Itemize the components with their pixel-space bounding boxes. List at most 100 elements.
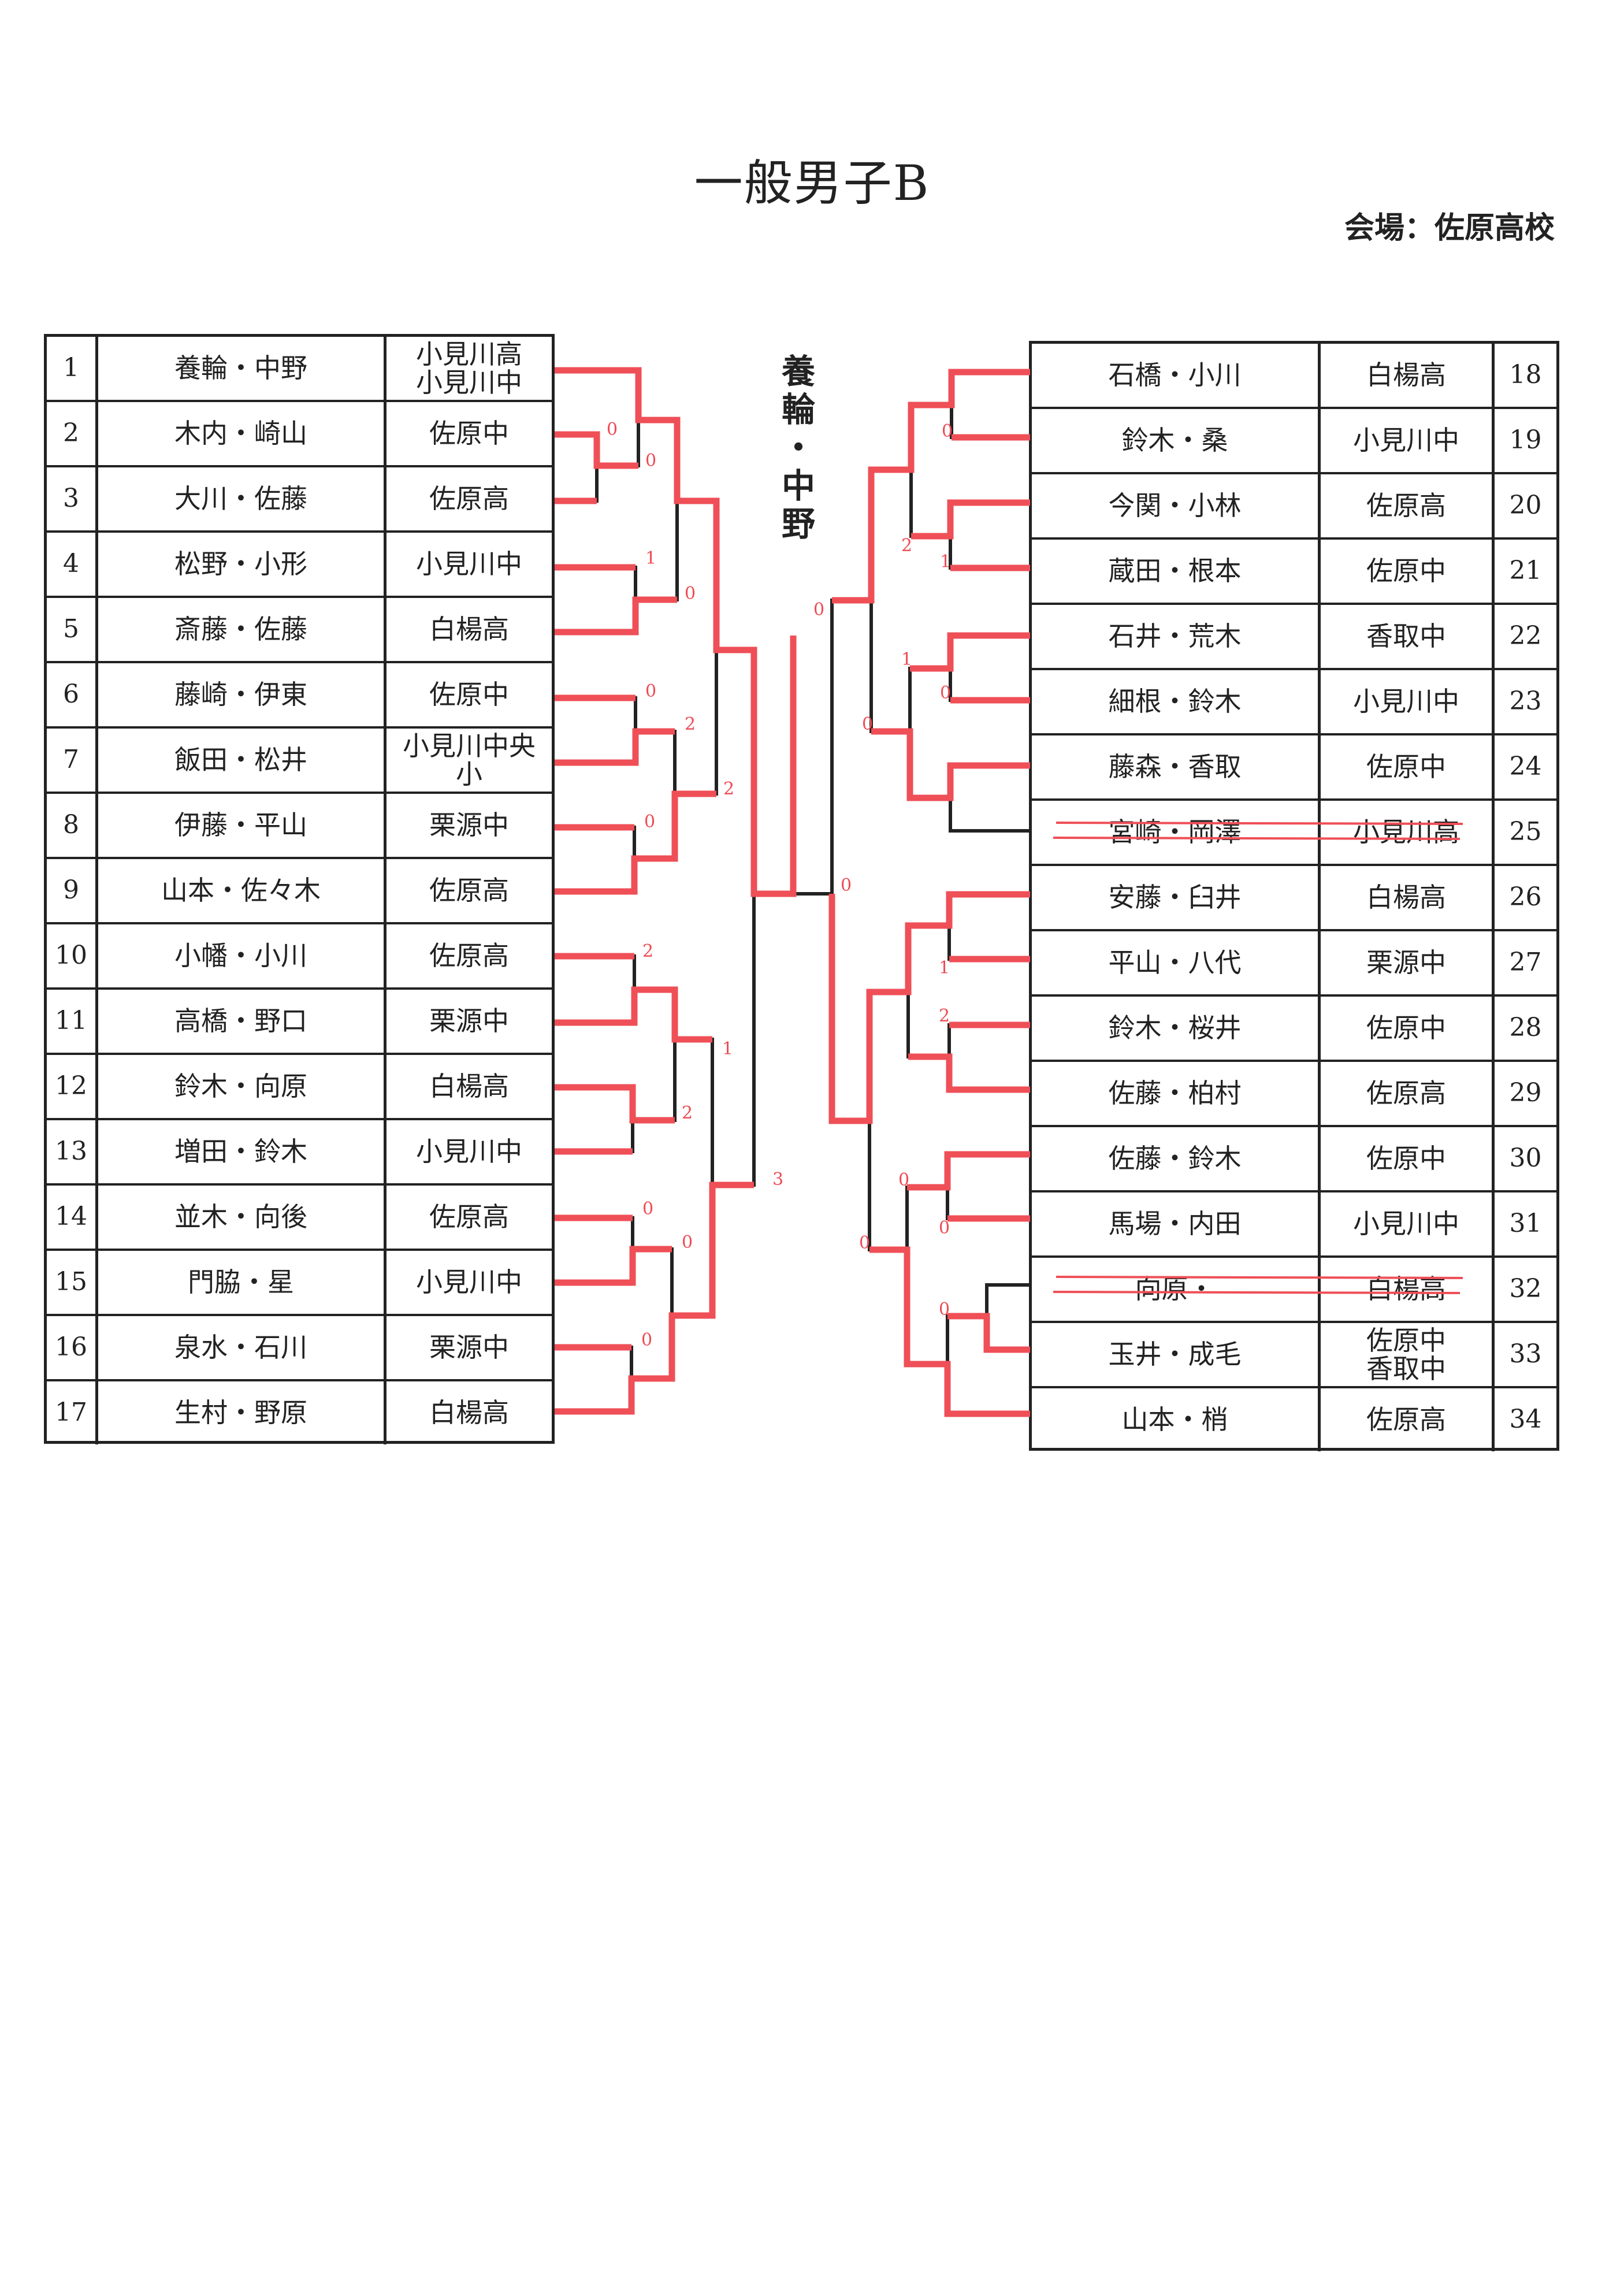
entry-school: 佐原中: [1321, 997, 1495, 1060]
match-score: 0: [682, 1232, 693, 1253]
entry-no: 8: [47, 794, 98, 857]
entry-name: 小幡・小川: [98, 924, 387, 987]
result-path: [555, 986, 712, 1043]
entry-name: 飯田・松井: [98, 729, 387, 792]
result-path: [869, 1246, 1030, 1417]
entry-row: 藤森・香取佐原中 24: [1032, 735, 1556, 801]
entry-no: 28: [1509, 1013, 1542, 1043]
entry-school: 小見川中: [416, 548, 522, 580]
result-path: [907, 1151, 1030, 1191]
entry-no: 21: [1509, 556, 1542, 586]
match-score: 1: [940, 552, 951, 572]
entry-school: 小見川中央小: [403, 730, 536, 790]
entry-no: 11: [47, 990, 98, 1053]
entry-no: 13: [47, 1120, 98, 1183]
entry-name: 大川・佐藤: [98, 467, 387, 530]
match-score: 0: [940, 683, 951, 703]
entry-name: 玉井・成毛: [1032, 1323, 1321, 1386]
entry-no: 5: [47, 598, 98, 661]
match-score: 2: [642, 941, 653, 961]
entry-school: 佐原高: [1321, 1388, 1495, 1451]
result-path: [555, 790, 716, 895]
entry-no: 2: [47, 402, 98, 465]
match-score: 0: [862, 714, 873, 734]
entry-no: 12: [47, 1055, 98, 1118]
entry-no: 14: [47, 1186, 98, 1249]
entry-no: 15: [47, 1251, 98, 1314]
withdrawn-strike-line: [1053, 836, 1461, 841]
entry-school: 白楊高: [1321, 1258, 1495, 1321]
entry-school: 小見川中: [416, 1266, 522, 1298]
withdrawn-strike-line: [1053, 1290, 1461, 1295]
entry-name: 伊藤・平山: [98, 794, 387, 857]
match-score: 1: [901, 649, 912, 670]
entry-no: 24: [1509, 752, 1542, 782]
entry-name: 養輪・中野: [98, 337, 387, 400]
entry-name: 佐藤・鈴木: [1032, 1127, 1321, 1190]
withdrawn-strike-line: [1056, 1275, 1463, 1280]
result-path: [555, 1084, 675, 1124]
match-score: 0: [644, 812, 655, 832]
result-path: [555, 1246, 672, 1286]
entry-name: 向原・: [1032, 1258, 1321, 1321]
entry-no: 32: [1509, 1274, 1542, 1304]
match-score: 0: [939, 1299, 950, 1320]
entry-no: 25: [1509, 817, 1542, 847]
entry-name: 今関・小林: [1032, 474, 1321, 537]
entry-school: 佐原高: [1321, 1062, 1495, 1125]
result-path: [832, 369, 1030, 604]
result-path: [555, 431, 638, 469]
entry-no: 26: [1509, 882, 1542, 912]
page-title: 一般男子B: [694, 155, 930, 211]
entry-no: 4: [47, 533, 98, 596]
entry-school: 佐原中: [1321, 735, 1495, 798]
entry-name: 安藤・臼井: [1032, 866, 1321, 929]
entry-name: 藤森・香取: [1032, 735, 1321, 798]
entry-no: 33: [1509, 1339, 1542, 1369]
venue-label: 会場：佐原高校: [1344, 211, 1555, 246]
entry-school: 白楊高: [1321, 344, 1495, 407]
entry-school: 佐原中: [1321, 540, 1495, 603]
entry-school: 栗源中: [429, 1332, 509, 1364]
entry-no: 3: [47, 467, 98, 530]
entry-school: 小見川中: [416, 1136, 522, 1168]
match-score: 2: [723, 779, 734, 799]
match-score: 1: [722, 1039, 733, 1059]
entry-school: 佐原高: [1321, 474, 1495, 537]
entry-school: 栗源中: [1321, 931, 1495, 994]
entry-school: 佐原中: [429, 418, 509, 449]
match-score: 0: [685, 584, 696, 604]
entry-school: 白楊高: [1321, 866, 1495, 929]
entry-school: 小見川中: [1321, 670, 1495, 733]
entry-school: 白楊高: [429, 1397, 509, 1429]
result-path: [828, 891, 1030, 1124]
match-score: 2: [682, 1103, 693, 1123]
entry-name: 生村・野原: [98, 1381, 387, 1444]
entry-name: 並木・向後: [98, 1186, 387, 1249]
result-path: [908, 1053, 1030, 1093]
match-score: 2: [901, 536, 912, 556]
entry-school: 佐原中: [1321, 1127, 1495, 1190]
entry-name: 鈴木・桜井: [1032, 997, 1321, 1060]
entry-name: 門脇・星: [98, 1251, 387, 1314]
match-score: 0: [939, 1218, 950, 1238]
entry-name: 鈴木・桑: [1032, 409, 1321, 472]
entry-row: 向原・白楊高 32: [1032, 1258, 1556, 1323]
entry-no: 27: [1509, 948, 1542, 978]
entry-no: 10: [47, 924, 98, 987]
entry-school: 佐原高: [429, 1201, 509, 1233]
